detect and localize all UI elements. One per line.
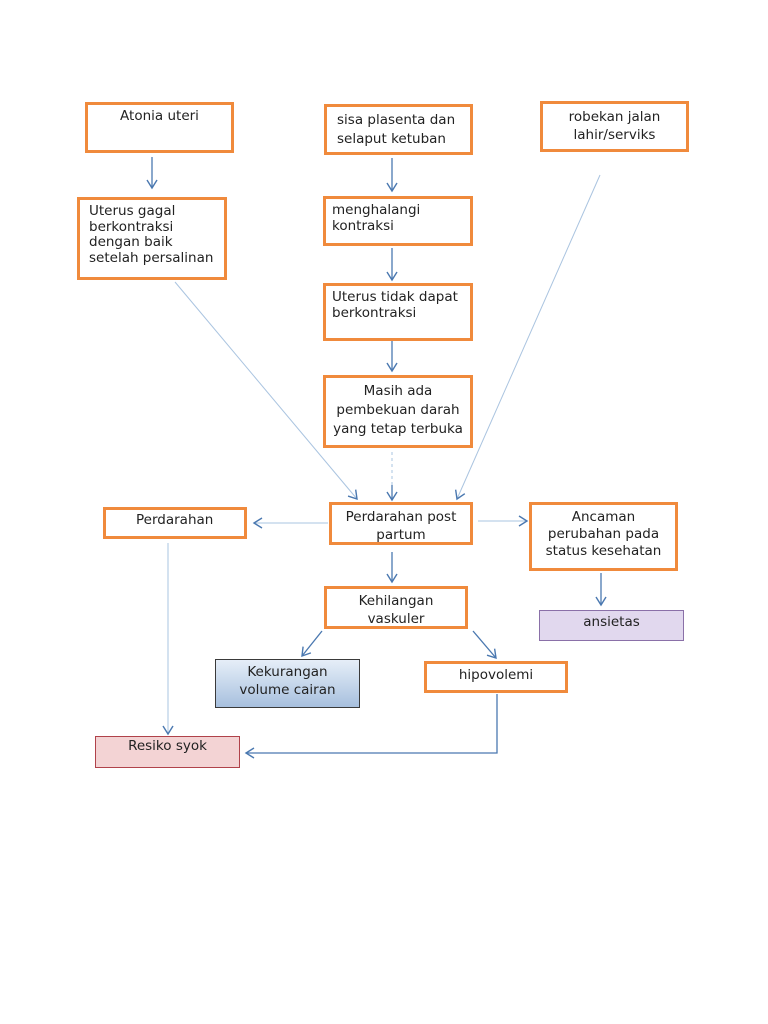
arrow-kehilangan-to-hipovolemi bbox=[472, 630, 497, 660]
box-hipovolemi: hipovolemi bbox=[424, 661, 568, 693]
box-ansietas: ansietas bbox=[539, 610, 684, 641]
arrow-hipovolemi-to-resiko bbox=[244, 694, 498, 759]
box-ancaman-perubahan: Ancaman perubahan pada status kesehatan bbox=[529, 502, 678, 571]
box-menghalangi-kontraksi: menghalangi kontraksi bbox=[323, 196, 473, 246]
box-resiko-syok: Resiko syok bbox=[95, 736, 240, 768]
box-perdarahan: Perdarahan bbox=[103, 507, 247, 539]
box-kehilangan-vaskuler: Kehilangan vaskuler bbox=[324, 586, 468, 629]
box-kekurangan-volume-cairan: Kekurangan volume cairan bbox=[215, 659, 360, 708]
box-uterus-tidak: Uterus tidak dapat berkontraksi bbox=[323, 283, 473, 341]
box-robekan-jalan-lahir: robekan jalan lahir/serviks bbox=[540, 101, 689, 152]
box-uterus-gagal: Uterus gagal berkontraksi dengan baik se… bbox=[77, 197, 227, 280]
arrow-uterus-gagal-to-pp bbox=[174, 281, 358, 501]
box-perdarahan-post-partum: Perdarahan post partum bbox=[329, 502, 473, 545]
box-atonia-uteri: Atonia uteri bbox=[85, 102, 234, 153]
box-masih-ada-pembekuan: Masih ada pembekuan darah yang tetap ter… bbox=[323, 375, 473, 448]
arrow-kehilangan-to-kekurangan bbox=[301, 630, 323, 658]
arrow-robekan-to-pp bbox=[454, 174, 601, 501]
box-sisa-plasenta: sisa plasenta dan selaput ketuban bbox=[324, 104, 473, 155]
